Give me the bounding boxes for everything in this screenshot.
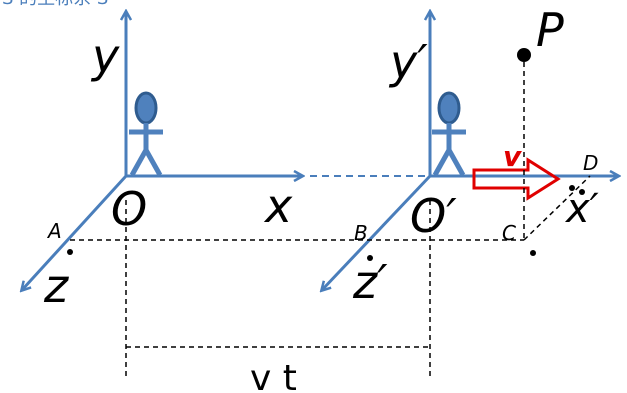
- s-y-label: y: [90, 29, 120, 83]
- vt-label: v t: [250, 358, 297, 393]
- c-to-d-dashed: [523, 175, 591, 241]
- observer-figure-s: [129, 91, 163, 177]
- s-z-label: z: [43, 259, 69, 313]
- sp-y-label: y′: [388, 35, 428, 89]
- sp-x-dot: [579, 189, 585, 195]
- point-p-label: P: [536, 3, 564, 57]
- point-d-label: D: [583, 151, 598, 175]
- s-x-label: x: [263, 179, 293, 233]
- point-a-dot: [67, 249, 73, 255]
- sp-z-dot: [367, 255, 373, 261]
- point-c-label: C: [502, 221, 516, 245]
- velocity-arrow: v: [472, 140, 561, 201]
- sp-z-axis: [322, 174, 432, 290]
- observer-figure-s-prime: [432, 91, 466, 177]
- s-z-axis: [22, 174, 128, 290]
- velocity-label: v: [503, 140, 522, 173]
- frame-s: y O x z A: [22, 12, 302, 313]
- point-c-dot: [530, 250, 536, 256]
- point-p-dot: [517, 48, 531, 62]
- sp-z-label: z′: [352, 255, 388, 309]
- sp-origin-label: O′: [410, 189, 457, 243]
- frame-s-prime: y′ O′ x′ z′ B: [322, 12, 618, 309]
- point-b-label: B: [354, 221, 368, 245]
- point-a-label: A: [46, 219, 62, 243]
- point-d-dot: [569, 185, 575, 191]
- header-partial-text: S 的坐标系 S': [2, 0, 113, 9]
- s-origin-label: O: [111, 182, 147, 236]
